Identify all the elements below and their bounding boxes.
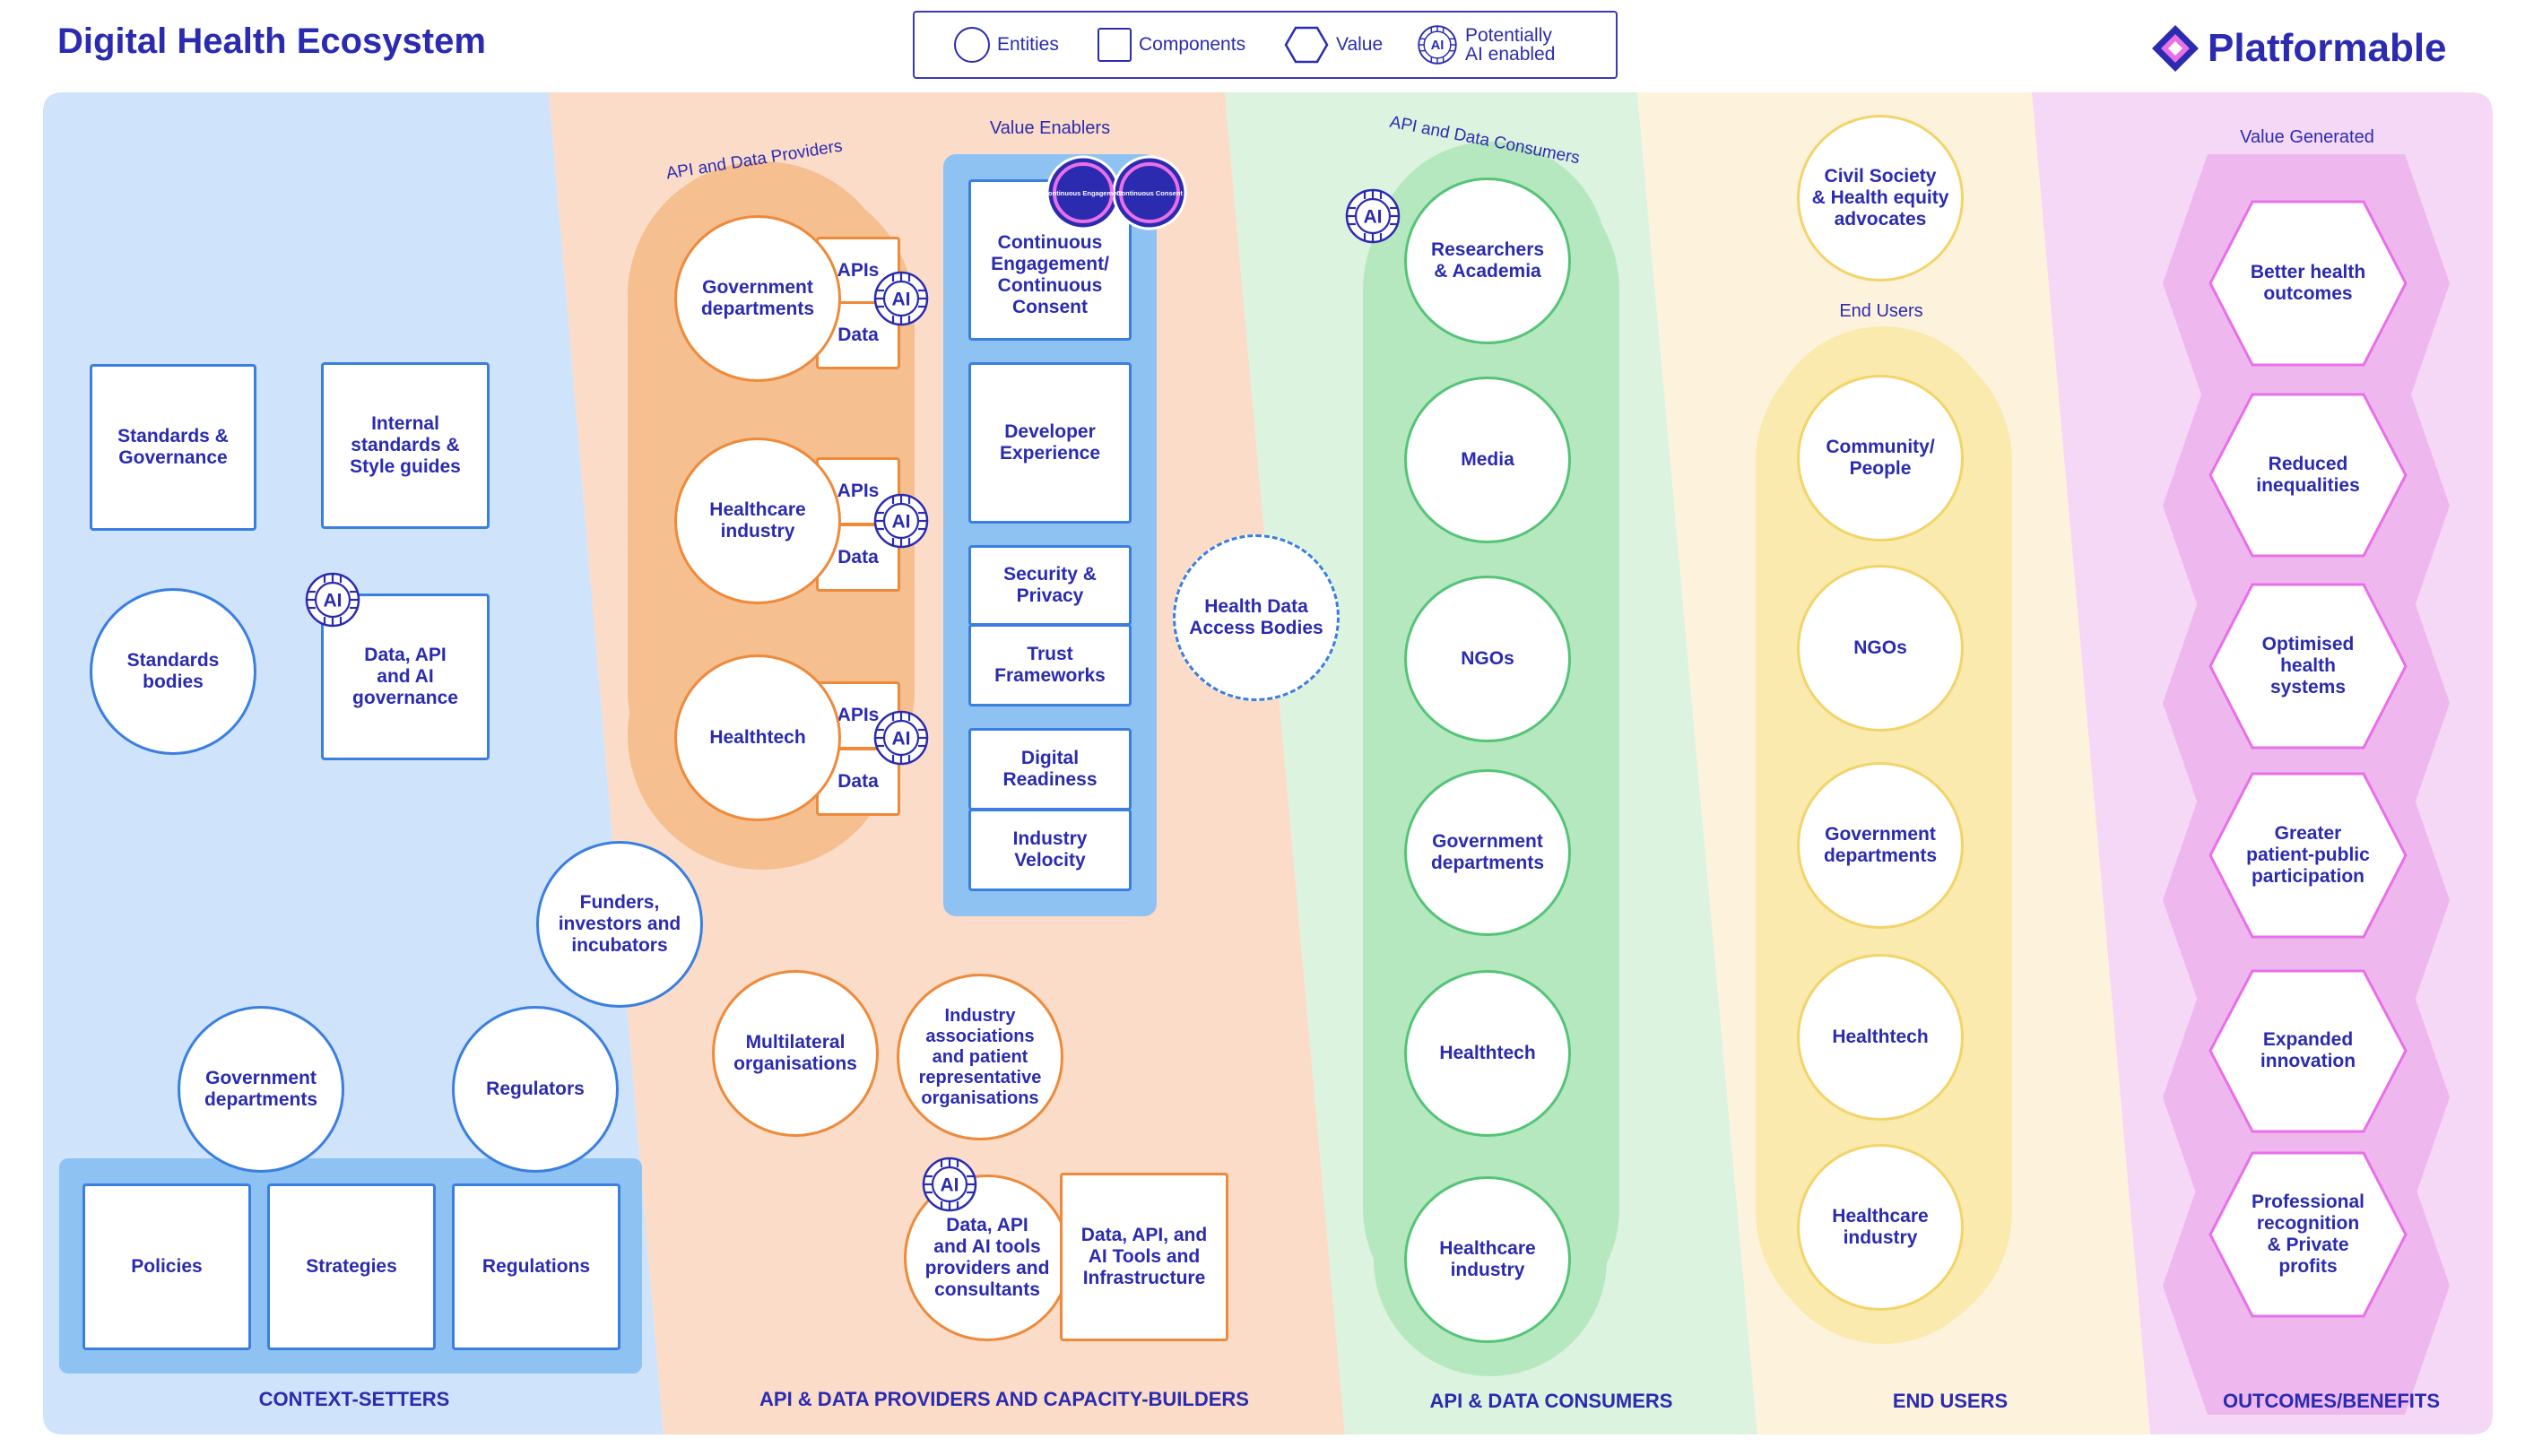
value-enablers-panel bbox=[943, 154, 1157, 916]
trust-frameworks-box: Trust Frameworks bbox=[968, 624, 1132, 706]
legend-components-label: Components bbox=[1139, 34, 1246, 55]
legend-ai-label: Potentially AI enabled bbox=[1465, 26, 1555, 64]
healthcare-industry-provider-circle: Healthcare industry bbox=[674, 438, 841, 604]
enduser-healthtech-circle: Healthtech bbox=[1797, 954, 1964, 1121]
legend-value-label: Value bbox=[1336, 34, 1384, 55]
government-departments-circle: Government departments bbox=[178, 1006, 344, 1173]
consumer-healthtech-circle: Healthtech bbox=[1404, 970, 1571, 1137]
svg-text:Continuous Engagement: Continuous Engagement bbox=[1044, 189, 1124, 197]
security-privacy-box: Security & Privacy bbox=[968, 545, 1132, 626]
ai-chip-icon bbox=[873, 710, 929, 766]
standards-bodies-circle: Standards bodies bbox=[90, 588, 256, 755]
policies-box: Policies bbox=[82, 1183, 251, 1350]
hex-professional-recognition bbox=[2208, 1151, 2408, 1318]
regulators-circle: Regulators bbox=[452, 1006, 619, 1173]
consumer-healthcare-circle: Healthcare industry bbox=[1404, 1176, 1571, 1343]
ai-chip-icon bbox=[305, 572, 360, 628]
legend-entities-label: Entities bbox=[997, 34, 1059, 55]
page-title: Digital Health Ecosystem bbox=[57, 22, 486, 61]
ai-chip-icon bbox=[873, 271, 929, 326]
consumer-media-circle: Media bbox=[1404, 377, 1571, 543]
internal-standards-box: Internal standards & Style guides bbox=[321, 362, 490, 529]
funders-circle: Funders, investors and incubators bbox=[536, 841, 703, 1008]
section-consumers-label: API & DATA CONSUMERS bbox=[1429, 1390, 1673, 1412]
outcome-better-health: Better health outcomes bbox=[2250, 262, 2366, 304]
end-users-label: End Users bbox=[1839, 301, 1923, 321]
consumer-government-circle: Government departments bbox=[1404, 769, 1571, 936]
hex-better-health bbox=[2208, 200, 2408, 367]
platformable-logo: Platformable bbox=[2150, 20, 2447, 77]
regulations-box: Regulations bbox=[452, 1183, 620, 1350]
hex-patient-public bbox=[2208, 772, 2408, 939]
value-enablers-label: Value Enablers bbox=[989, 118, 1111, 138]
government-departments-provider-circle: Government departments bbox=[674, 215, 841, 382]
legend-entities: Entities bbox=[954, 13, 1059, 77]
logo-text: Platformable bbox=[2208, 26, 2447, 70]
hex-reduced-inequalities bbox=[2208, 393, 2408, 558]
consumer-ngos-circle: NGOs bbox=[1404, 576, 1571, 742]
ai-chip-icon bbox=[1345, 188, 1401, 244]
legend-ai: AI Potentially AI enabled bbox=[1417, 13, 1555, 77]
industry-velocity-box: Industry Velocity bbox=[968, 809, 1132, 891]
value-generated-label: Value Generated bbox=[2240, 127, 2374, 147]
section-context-setters-label: CONTEXT-SETTERS bbox=[258, 1388, 450, 1410]
legend-ai-line2: AI enabled bbox=[1465, 44, 1556, 65]
section-end-users-label: END USERS bbox=[1892, 1390, 2009, 1412]
healthtech-provider-circle: Healthtech bbox=[674, 654, 841, 821]
section-outcomes-label: OUTCOMES/BENEFITS bbox=[2222, 1390, 2440, 1412]
svg-text:AI: AI bbox=[1431, 39, 1445, 53]
legend-ai-line1: Potentially bbox=[1465, 25, 1552, 46]
ai-chip-icon bbox=[922, 1157, 977, 1212]
standards-governance-box: Standards & Governance bbox=[90, 364, 256, 531]
hex-optimised-systems bbox=[2208, 583, 2408, 750]
ai-chip-icon: AI bbox=[1418, 25, 1457, 65]
health-data-access-bodies-circle: Health Data Access Bodies bbox=[1173, 534, 1340, 701]
legend-components: Components bbox=[1098, 13, 1245, 77]
enduser-government-circle: Government departments bbox=[1797, 762, 1964, 929]
civil-society-circle: Civil Society & Health equity advocates bbox=[1797, 115, 1964, 282]
outcome-optimised-systems: Optimised health systems bbox=[2261, 634, 2355, 698]
outcome-patient-public: Greater patient-public participation bbox=[2246, 823, 2370, 887]
industry-associations-circle: Industry associations and patient repres… bbox=[897, 974, 1063, 1140]
svg-text:Continuous Consent: Continuous Consent bbox=[1116, 189, 1183, 197]
multilateral-organisations-circle: Multilateral organisations bbox=[712, 970, 879, 1137]
enduser-ngos-circle: NGOs bbox=[1797, 565, 1964, 732]
legend-value: Value bbox=[1284, 13, 1383, 77]
hexagon-icon bbox=[1284, 26, 1329, 64]
diamond-logo-icon bbox=[2152, 25, 2199, 72]
developer-experience-box: Developer Experience bbox=[968, 362, 1132, 524]
digital-readiness-box: Digital Readiness bbox=[968, 728, 1132, 810]
hex-expanded-innovation bbox=[2208, 969, 2408, 1133]
enduser-healthcare-circle: Healthcare industry bbox=[1797, 1144, 1964, 1311]
outcome-expanded-innovation: Expanded innovation bbox=[2260, 1029, 2356, 1071]
enduser-community-circle: Community/ People bbox=[1797, 375, 1964, 542]
outcome-professional-recognition: Professional recognition & Private profi… bbox=[2251, 1192, 2365, 1277]
outcome-reduced-inequalities: Reduced inequalities bbox=[2256, 454, 2360, 496]
strategies-box: Strategies bbox=[267, 1183, 436, 1350]
circle-icon bbox=[954, 27, 990, 63]
consumer-researchers-circle: Researchers & Academia bbox=[1404, 178, 1571, 344]
tools-infrastructure-box: Data, API, and AI Tools and Infrastructu… bbox=[1060, 1173, 1228, 1341]
section-providers-label: API & DATA PROVIDERS AND CAPACITY-BUILDE… bbox=[759, 1388, 1249, 1410]
legend: Entities Components Value AI Potentially… bbox=[913, 11, 1618, 79]
square-icon bbox=[1098, 28, 1132, 62]
ai-chip-icon bbox=[873, 493, 929, 549]
infinity-consent-icon: Continuous Engagement Continuous Consent bbox=[1044, 155, 1187, 230]
